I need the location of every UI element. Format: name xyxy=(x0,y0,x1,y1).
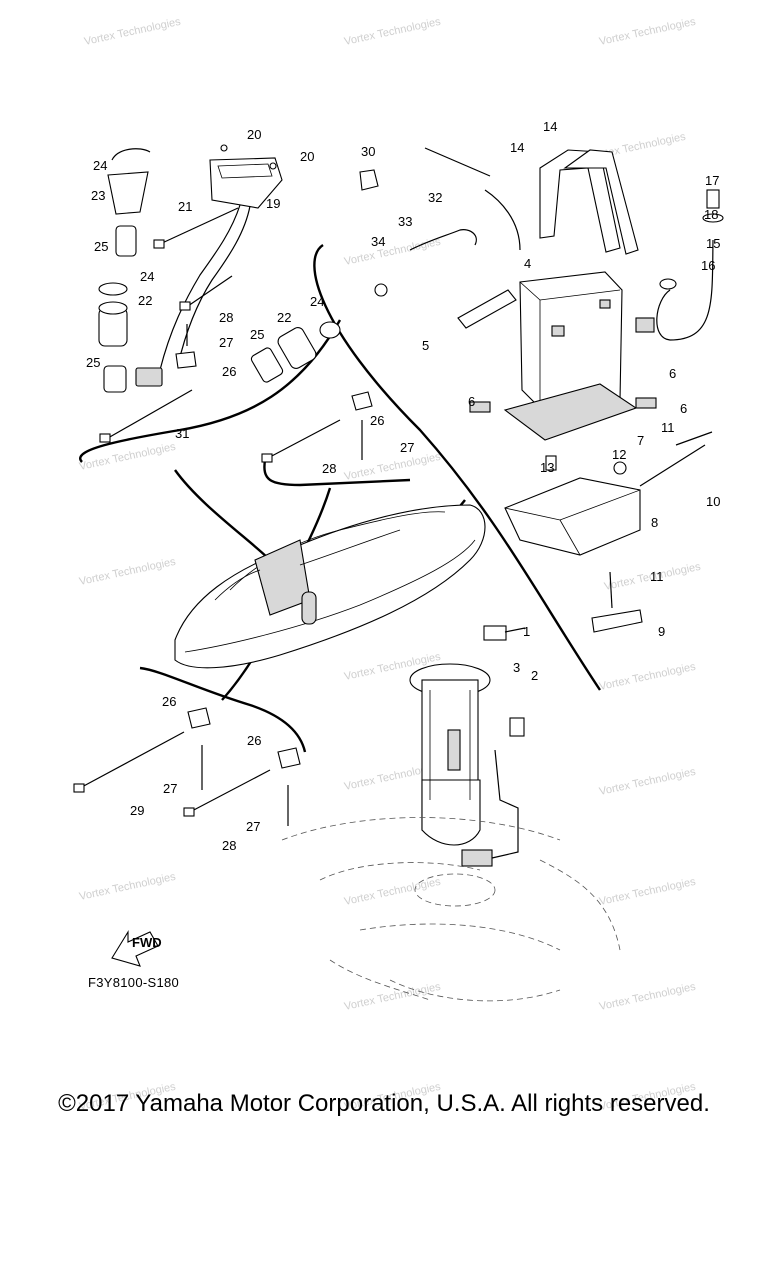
watermark-text: Vortex Technologies xyxy=(78,871,177,903)
callout-25: 25 xyxy=(94,239,108,254)
diagram-code: F3Y8100-S180 xyxy=(88,975,180,990)
callout-28: 28 xyxy=(222,838,236,853)
callout-22: 22 xyxy=(138,293,152,308)
callout-24: 24 xyxy=(310,294,324,309)
watermark-text: Vortex Technologies xyxy=(343,451,442,483)
callout-2: 2 xyxy=(531,668,538,683)
watermark-text: Vortex Technologies xyxy=(598,766,697,798)
watermark-text: Vortex Technologies xyxy=(78,441,177,473)
callout-28: 28 xyxy=(322,461,336,476)
callout-23: 23 xyxy=(91,188,105,203)
callout-8: 8 xyxy=(651,515,658,530)
watermark-text: Vortex Technologies xyxy=(343,236,442,268)
watermark-text: Vortex Technologies xyxy=(598,16,697,48)
battery-group xyxy=(359,147,724,633)
callout-24: 24 xyxy=(93,158,107,173)
callout-27: 27 xyxy=(163,781,177,796)
callout-27: 27 xyxy=(219,335,233,350)
callout-18: 18 xyxy=(704,207,718,222)
control-box-group xyxy=(98,144,341,443)
box-group-bracket xyxy=(79,319,342,463)
callout-6: 6 xyxy=(669,366,676,381)
callout-26: 26 xyxy=(247,733,261,748)
callout-26: 26 xyxy=(162,694,176,709)
callout-14: 14 xyxy=(510,140,524,155)
callout-13: 13 xyxy=(540,460,554,475)
clip-group-bracket xyxy=(263,459,411,487)
watermark-text: Vortex Technologies xyxy=(343,16,442,48)
lower-clip-bracket xyxy=(139,666,307,753)
callout-30: 30 xyxy=(361,144,375,159)
callout-32: 32 xyxy=(428,190,442,205)
callout-27: 27 xyxy=(246,819,260,834)
callout-20: 20 xyxy=(247,127,261,142)
watercraft-illustration xyxy=(174,504,486,669)
copyright-notice: ©2017 Yamaha Motor Corporation, U.S.A. A… xyxy=(58,1090,710,1117)
callout-4: 4 xyxy=(524,256,531,271)
callout-5: 5 xyxy=(422,338,429,353)
callout-31: 31 xyxy=(175,426,189,441)
callout-14: 14 xyxy=(543,119,557,134)
callout-15: 15 xyxy=(706,236,720,251)
watermark-text: Vortex Technologies xyxy=(343,876,442,908)
callout-1: 1 xyxy=(523,624,530,639)
clip-group-lower xyxy=(73,707,301,826)
callout-22: 22 xyxy=(277,310,291,325)
callout-21: 21 xyxy=(178,199,192,214)
watermark-text: Vortex Technologies xyxy=(78,556,177,588)
callout-11: 11 xyxy=(650,569,664,584)
callout-17: 17 xyxy=(705,173,719,188)
callout-7: 7 xyxy=(637,433,644,448)
fwd-arrow-icon: FWD xyxy=(111,930,162,967)
callout-27: 27 xyxy=(400,440,414,455)
callout-29: 29 xyxy=(130,803,144,818)
callout-10: 10 xyxy=(706,494,720,509)
callout-26: 26 xyxy=(370,413,384,428)
watermark-text: Vortex Technologies xyxy=(598,981,697,1013)
watermark-text: Vortex Technologies xyxy=(343,981,442,1013)
fwd-label: FWD xyxy=(132,935,162,950)
callout-24: 24 xyxy=(140,269,154,284)
clip-group-middle xyxy=(261,391,373,463)
watermark-text: Vortex Technologies xyxy=(83,16,182,48)
callout-19: 19 xyxy=(266,196,280,211)
part-19-box xyxy=(209,157,283,209)
callout-25: 25 xyxy=(86,355,100,370)
callout-16: 16 xyxy=(701,258,715,273)
callout-12: 12 xyxy=(612,447,626,462)
watermark-text: Vortex Technologies xyxy=(598,661,697,693)
callout-33: 33 xyxy=(398,214,412,229)
callout-9: 9 xyxy=(658,624,665,639)
callout-6: 6 xyxy=(680,401,687,416)
callout-11: 11 xyxy=(661,420,675,435)
callout-3: 3 xyxy=(513,660,520,675)
watermark-text: Vortex Technologies xyxy=(598,876,697,908)
callout-26: 26 xyxy=(222,364,236,379)
leader-box-to-craft xyxy=(174,469,271,561)
callout-28: 28 xyxy=(219,310,233,325)
callout-34: 34 xyxy=(371,234,385,249)
callout-25: 25 xyxy=(250,327,264,342)
callout-20: 20 xyxy=(300,149,314,164)
callout-6: 6 xyxy=(468,394,475,409)
fuel-pump-group xyxy=(281,625,621,1002)
battery-group-bracket xyxy=(313,243,601,691)
